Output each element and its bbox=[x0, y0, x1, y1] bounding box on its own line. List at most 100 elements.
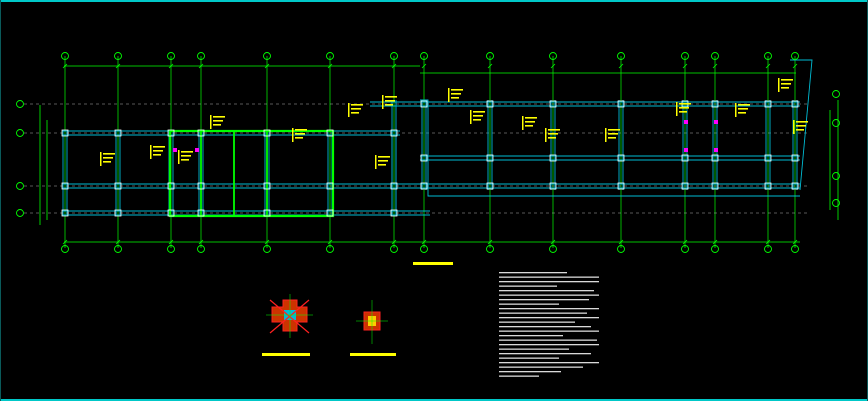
annotation-text-bar-11-0 bbox=[781, 79, 793, 81]
annotation-text-bar-14-2 bbox=[385, 104, 393, 106]
annotation-leader-11 bbox=[778, 78, 780, 92]
circle-icon bbox=[263, 52, 271, 60]
circle-icon bbox=[832, 199, 840, 207]
annotation-leader-14 bbox=[382, 95, 384, 109]
circle-icon bbox=[390, 52, 398, 60]
note-line-11 bbox=[499, 321, 575, 323]
detail-title-bar bbox=[350, 353, 396, 356]
annotation-text-bar-15-0 bbox=[525, 117, 537, 119]
column-marker-1 bbox=[684, 148, 688, 152]
column-35 bbox=[681, 182, 689, 190]
highlighted-frame bbox=[168, 129, 335, 218]
circle-icon bbox=[711, 245, 719, 253]
circle-icon bbox=[617, 52, 625, 60]
annotation-text-bar-10-0 bbox=[738, 104, 750, 106]
circle-icon bbox=[420, 52, 428, 60]
note-line-9 bbox=[499, 312, 587, 314]
annotation-leader-4 bbox=[348, 103, 350, 117]
column-marker-3 bbox=[714, 148, 718, 152]
annotation-text-bar-5-1 bbox=[378, 160, 388, 162]
column-4 bbox=[114, 182, 122, 190]
column-17 bbox=[326, 209, 334, 217]
circle-icon bbox=[326, 245, 334, 253]
circle-icon bbox=[832, 90, 840, 98]
circle-icon bbox=[16, 129, 24, 137]
column-23 bbox=[420, 182, 428, 190]
circle-icon bbox=[16, 182, 24, 190]
plan-title-block bbox=[413, 262, 453, 265]
frame-top-border bbox=[0, 0, 868, 2]
column-28 bbox=[549, 154, 557, 162]
annotation-text-bar-11-1 bbox=[781, 83, 791, 85]
circle-icon bbox=[197, 52, 205, 60]
column-26 bbox=[486, 182, 494, 190]
annotation-text-bar-15-2 bbox=[525, 125, 533, 127]
annotation-text-bar-10-1 bbox=[738, 108, 748, 110]
annotation-text-bar-9-0 bbox=[608, 129, 620, 131]
note-line-20 bbox=[499, 362, 599, 364]
annotation-leader-7 bbox=[470, 110, 472, 124]
column-detail-1[interactable] bbox=[262, 294, 313, 356]
annotation-text-bar-4-1 bbox=[351, 108, 361, 110]
annotation-text-bar-7-0 bbox=[473, 111, 485, 113]
annotation-leader-16 bbox=[676, 102, 678, 116]
annotation-text-bar-11-2 bbox=[781, 87, 789, 89]
column-13 bbox=[263, 182, 271, 190]
circle-icon bbox=[764, 245, 772, 253]
annotation-text-bar-3-2 bbox=[295, 137, 303, 139]
column-12 bbox=[263, 129, 271, 137]
annotation-text-bar-8-1 bbox=[548, 133, 558, 135]
circle-icon bbox=[791, 52, 799, 60]
column-19 bbox=[390, 182, 398, 190]
circle-icon bbox=[486, 245, 494, 253]
column-14 bbox=[263, 209, 271, 217]
column-9 bbox=[197, 129, 205, 137]
column-31 bbox=[617, 154, 625, 162]
general-notes-block bbox=[499, 272, 599, 377]
annotation-text-bar-3-0 bbox=[295, 129, 307, 131]
column-37 bbox=[711, 154, 719, 162]
annotation-text-bar-12-2 bbox=[796, 129, 804, 131]
circle-icon bbox=[791, 245, 799, 253]
column-36 bbox=[711, 100, 719, 108]
annotation-text-bar-0-2 bbox=[153, 154, 161, 156]
rebar-diagonal-2 bbox=[269, 299, 310, 334]
annotation-leader-8 bbox=[545, 128, 547, 142]
annotation-text-bar-1-2 bbox=[181, 159, 189, 161]
annotation-text-bar-8-0 bbox=[548, 129, 560, 131]
annotation-text-bar-12-0 bbox=[796, 121, 808, 123]
note-line-18 bbox=[499, 353, 591, 355]
column-detail-2[interactable] bbox=[350, 300, 396, 356]
circle-icon bbox=[167, 52, 175, 60]
annotation-text-bar-15-1 bbox=[525, 121, 535, 123]
note-line-14 bbox=[499, 335, 563, 337]
note-line-22 bbox=[499, 371, 561, 373]
annotation-text-bar-16-0 bbox=[679, 103, 691, 105]
column-30 bbox=[617, 100, 625, 108]
note-line-5 bbox=[499, 294, 599, 296]
note-line-4 bbox=[499, 290, 594, 292]
circle-icon bbox=[681, 52, 689, 60]
detail-title-bar bbox=[262, 353, 310, 356]
column-marker-4 bbox=[195, 148, 199, 152]
annotation-text-bar-9-2 bbox=[608, 137, 616, 139]
annotation-text-bar-2-2 bbox=[213, 124, 221, 126]
annotation-leader-12 bbox=[793, 120, 795, 134]
annotation-text-bar-6-0 bbox=[451, 89, 463, 91]
annotation-text-bar-13-1 bbox=[103, 157, 113, 159]
annotation-leader-9 bbox=[605, 128, 607, 142]
circle-icon bbox=[390, 245, 398, 253]
column-10 bbox=[197, 182, 205, 190]
column-5 bbox=[114, 209, 122, 217]
annotation-text-bar-2-1 bbox=[213, 120, 223, 122]
column-3 bbox=[114, 129, 122, 137]
annotation-leader-5 bbox=[375, 155, 377, 169]
circle-icon bbox=[549, 52, 557, 60]
column-11 bbox=[197, 209, 205, 217]
circle-icon bbox=[114, 245, 122, 253]
annotation-text-bar-6-1 bbox=[451, 93, 461, 95]
note-line-19 bbox=[499, 357, 559, 359]
note-line-3 bbox=[499, 285, 557, 287]
